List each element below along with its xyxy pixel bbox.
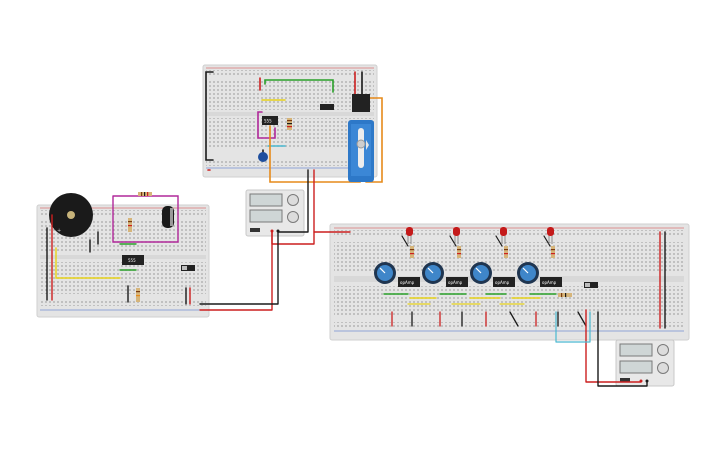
resistor-left-vertical[interactable] bbox=[128, 218, 132, 232]
interconnect-wires bbox=[199, 169, 648, 387]
svg-text:opAmp: opAmp bbox=[542, 280, 557, 285]
main-board-wires bbox=[383, 231, 666, 329]
svg-text:+: + bbox=[57, 228, 61, 234]
resistor-led-3[interactable] bbox=[504, 246, 508, 258]
svg-text:555: 555 bbox=[264, 119, 272, 124]
power-supply-bottom[interactable] bbox=[615, 339, 675, 387]
top-board-wires bbox=[205, 71, 383, 183]
led-1[interactable] bbox=[406, 227, 413, 244]
power-supply-top[interactable] bbox=[245, 189, 305, 237]
resistor-left-top[interactable] bbox=[138, 192, 152, 196]
resistor-led-4[interactable] bbox=[551, 246, 555, 258]
resistor-led-2[interactable] bbox=[457, 246, 461, 258]
ic-black-top[interactable] bbox=[320, 104, 334, 110]
opamp-ic-2[interactable]: opAmp bbox=[446, 277, 468, 287]
piezo-buzzer[interactable]: + bbox=[49, 193, 93, 237]
resistor-main-horizontal[interactable] bbox=[558, 293, 572, 297]
slide-switch-main[interactable] bbox=[584, 282, 598, 288]
svg-text:opAmp: opAmp bbox=[448, 280, 463, 285]
potentiometer-3[interactable] bbox=[470, 262, 492, 284]
left-board-wires bbox=[46, 195, 191, 305]
servo-motor[interactable] bbox=[348, 94, 374, 182]
timer-ic-left[interactable]: 555 bbox=[122, 255, 144, 265]
led-4[interactable] bbox=[547, 227, 554, 244]
capacitor-top[interactable] bbox=[258, 152, 268, 162]
timer-ic-top[interactable]: 555 bbox=[262, 116, 278, 125]
slide-switch-left[interactable] bbox=[181, 265, 195, 271]
potentiometer-4[interactable] bbox=[517, 262, 539, 284]
svg-text:opAmp: opAmp bbox=[400, 280, 415, 285]
opamp-ic-3[interactable]: opAmp bbox=[493, 277, 515, 287]
led-2[interactable] bbox=[453, 227, 460, 244]
potentiometer-1[interactable] bbox=[374, 262, 396, 284]
svg-text:opAmp: opAmp bbox=[495, 280, 510, 285]
resistor-left-bottom[interactable] bbox=[136, 288, 140, 302]
resistor-led-1[interactable] bbox=[410, 246, 414, 258]
capacitor-electrolytic[interactable] bbox=[162, 206, 174, 228]
resistor-top[interactable] bbox=[287, 118, 292, 130]
opamp-ic-1[interactable]: opAmp bbox=[398, 277, 420, 287]
svg-text:555: 555 bbox=[128, 258, 136, 263]
led-3[interactable] bbox=[500, 227, 507, 244]
opamp-ic-4[interactable]: opAmp bbox=[540, 277, 562, 287]
potentiometer-2[interactable] bbox=[422, 262, 444, 284]
